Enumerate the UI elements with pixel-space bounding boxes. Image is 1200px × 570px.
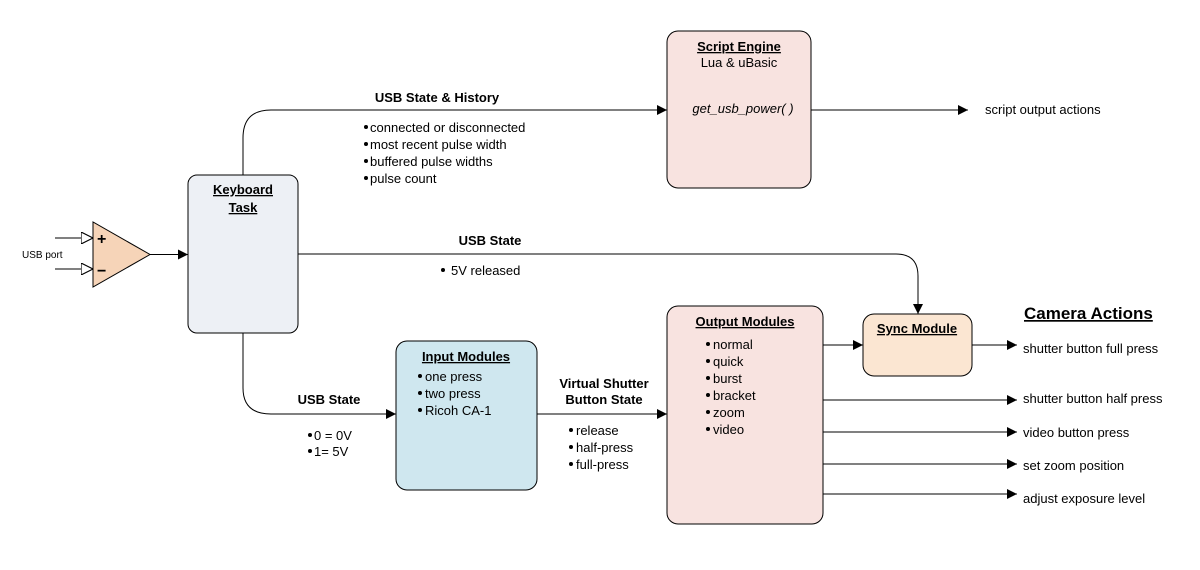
usb-history-item: pulse count [370, 171, 437, 186]
virtual-shutter-item: release [576, 423, 619, 438]
keyboard-task-title-2: Task [229, 200, 258, 215]
usb-history-list: connected or disconnected most recent pu… [364, 120, 525, 186]
bullet [441, 268, 445, 272]
script-engine-subtitle: Lua & uBasic [701, 55, 778, 70]
sync-module-title: Sync Module [877, 321, 957, 336]
usb-history-arrow [242, 105, 667, 175]
script-output-label: script output actions [985, 102, 1101, 117]
bullet [308, 449, 312, 453]
usb-state-sync-item: 5V released [451, 263, 520, 278]
usb-state-input-label: USB State [298, 392, 361, 407]
input-module-item: Ricoh CA-1 [425, 403, 491, 418]
output-module-item: bracket [713, 388, 756, 403]
camera-action-item: adjust exposure level [1023, 491, 1145, 506]
camera-action-item: set zoom position [1023, 458, 1124, 473]
usb-state-sync-label: USB State [459, 233, 522, 248]
virtual-shutter-item: full-press [576, 457, 629, 472]
output-modules-box [666, 305, 824, 525]
virtual-shutter-list: release half-press full-press [569, 423, 634, 472]
comparator-plus: + [97, 231, 106, 248]
usb-port-label: USB port [22, 250, 63, 261]
output-modules-list: normal quick burst bracket zoom video [706, 337, 756, 437]
keyboard-task-box [187, 174, 299, 334]
usb-history-item: most recent pulse width [370, 137, 507, 152]
virtual-shutter-label-2: Button State [565, 392, 642, 407]
usb-state-input-arrow [242, 333, 396, 419]
usb-history-label: USB State & History [375, 90, 500, 105]
output-module-item: quick [713, 354, 744, 369]
keyboard-task-title-1: Keyboard [213, 182, 273, 197]
usb-history-item: connected or disconnected [370, 120, 525, 135]
input-modules-list: one press two press Ricoh CA-1 [418, 369, 491, 418]
comparator-minus: − [97, 263, 106, 280]
input-modules-title: Input Modules [422, 349, 510, 364]
input-modules-box [395, 340, 538, 491]
camera-action-item: shutter button full press [1023, 341, 1159, 356]
output-module-item: normal [713, 337, 753, 352]
camera-action-item: shutter button half press [1023, 391, 1163, 406]
usb-state-input-item: 1= 5V [314, 444, 349, 459]
output-module-item: zoom [713, 405, 745, 420]
camera-actions-title: Camera Actions [1024, 304, 1153, 323]
output-modules-title: Output Modules [696, 314, 795, 329]
comparator [92, 221, 152, 288]
script-engine-function: get_usb_power( ) [692, 101, 793, 116]
input-module-item: two press [425, 386, 481, 401]
virtual-shutter-label-1: Virtual Shutter [559, 376, 648, 391]
input-module-item: one press [425, 369, 483, 384]
bullet [308, 433, 312, 437]
usb-state-sync-arrow [298, 253, 923, 314]
virtual-shutter-item: half-press [576, 440, 634, 455]
output-module-item: burst [713, 371, 742, 386]
camera-action-item: video button press [1023, 425, 1130, 440]
usb-state-input-item: 0 = 0V [314, 428, 352, 443]
script-engine-title: Script Engine [697, 39, 781, 54]
output-module-item: video [713, 422, 744, 437]
usb-history-item: buffered pulse widths [370, 154, 493, 169]
